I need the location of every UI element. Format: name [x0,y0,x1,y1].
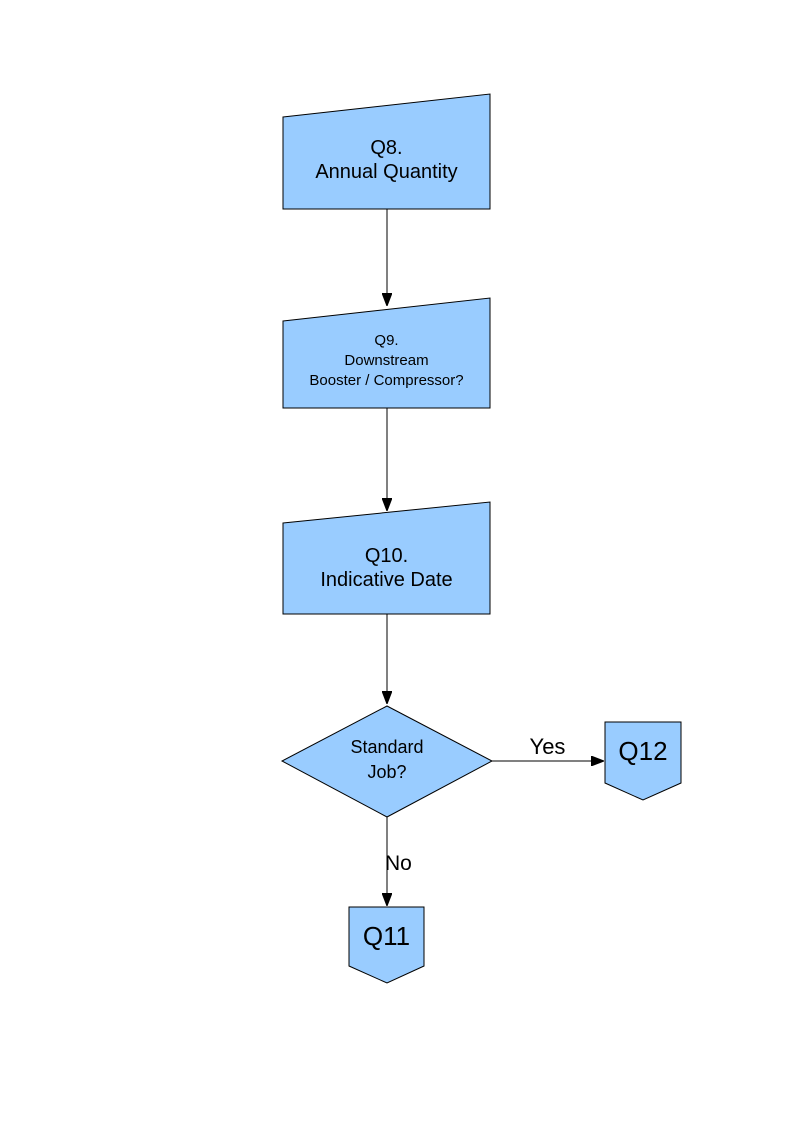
q9-node-label: Q9. Downstream Booster / Compressor? [283,331,490,391]
q11-node-label: Q11 [362,921,411,951]
q9-label-line-2: Downstream [344,352,429,369]
q9-label-line-1: Q9. [374,332,399,349]
q10-node-shape [282,501,491,615]
q9-node-shape [282,297,491,409]
q8-label-line-2: Annual Quantity [315,161,458,183]
decision-node-label: Standard Job? [282,735,492,785]
q8-node-shape [282,93,491,210]
decision-label-line-1: Standard [350,737,424,757]
decision-label-line-2: Job? [367,762,407,782]
decision-diamond-shape [280,705,494,818]
q10-label-line-1: Q10. [364,545,409,567]
q9-label-line-3: Booster / Compressor? [309,372,464,389]
no-branch-label: No [385,852,412,875]
q12-offpage-connector-shape [604,721,682,801]
q10-label-line-2: Indicative Date [320,569,453,591]
q12-node-label: Q12 [618,736,668,766]
yes-branch-label: Yes [529,734,566,759]
q8-label-line-1: Q8. [370,137,403,159]
q11-offpage-connector-shape [348,906,425,984]
q8-node-label: Q8. Annual Quantity [283,136,490,184]
q10-node-label: Q10. Indicative Date [283,544,490,592]
